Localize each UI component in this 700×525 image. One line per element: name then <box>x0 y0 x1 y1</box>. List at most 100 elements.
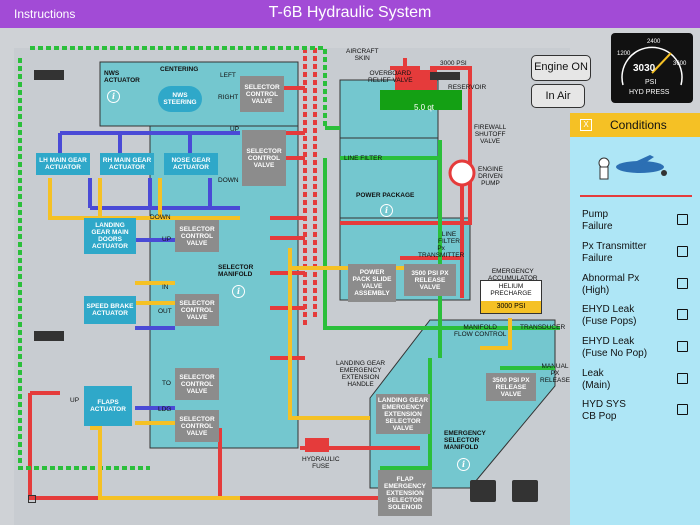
reservoir-tank <box>380 90 462 110</box>
flaps-actuator[interactable]: FLAPS ACTUATOR <box>84 386 132 426</box>
in-air-button[interactable]: In Air <box>531 84 585 108</box>
info-icon-emergency[interactable]: i <box>457 458 470 471</box>
gear-down-label: DOWN <box>218 177 239 184</box>
nws-title: NWS ACTUATOR <box>104 70 140 84</box>
manual-release-label: MANUAL PX RELEASE <box>540 363 570 384</box>
gauge-tick-1200: 1200 <box>617 51 631 57</box>
speedbrake-selector-valve[interactable]: SELECTOR CONTROL VALVE <box>175 294 219 326</box>
panel-divider <box>580 195 692 197</box>
selector-manifold-label: SELECTOR MANIFOLD <box>218 264 254 278</box>
fuse-label: HYDRAULIC FUSE <box>302 456 340 470</box>
gauge-tick-2400: 2400 <box>647 39 661 45</box>
pedal-right[interactable] <box>512 480 538 502</box>
line-filter-2-label: LINE FILTER <box>438 231 460 245</box>
accumulator-psi: 3000 PSI <box>481 301 541 313</box>
speed-brake-actuator[interactable]: SPEED BRAKE ACTUATOR <box>84 296 136 324</box>
conditions-title: Conditions <box>610 118 667 132</box>
gear-up-label: UP <box>230 126 240 133</box>
condition-pump-failure[interactable]: Pump Failure <box>582 209 694 233</box>
indicator-bar-1 <box>34 70 64 80</box>
release-valve-2[interactable]: 3500 PSI PX RELEASE VALVE <box>486 373 536 401</box>
small-checkbox[interactable] <box>28 495 36 503</box>
lh-main-gear-actuator[interactable]: LH MAIN GEAR ACTUATOR <box>36 153 90 175</box>
line-filter-label: LINE FILTER <box>344 155 383 162</box>
reservoir-label: RESERVOIR <box>448 84 487 91</box>
power-pack-slide-valve[interactable]: POWER PACK SLIDE VALVE ASSEMBLY <box>348 264 396 302</box>
info-icon-nws[interactable]: i <box>107 90 120 103</box>
condition-ehyd-leak-pops[interactable]: EHYD Leak (Fuse Pops) <box>582 304 694 328</box>
nws-steering[interactable]: NWS STEERING <box>158 86 202 112</box>
indicator-bar-2 <box>34 331 64 341</box>
title-bar: Instructions T-6B Hydraulic System <box>0 0 700 28</box>
up-lines <box>58 131 240 410</box>
gauge-needle <box>651 52 672 74</box>
gauge-value: 3030 <box>633 63 656 74</box>
condition-px-transmitter[interactable]: Px Transmitter Failure <box>582 241 694 265</box>
info-icon-power[interactable]: i <box>380 204 393 217</box>
close-icon[interactable]: X <box>580 119 592 131</box>
hyd-press-gauge: 1200 2400 3600 3030 PSI HYD PRESS <box>611 33 693 103</box>
reservoir-psi-label: 3000 PSI <box>440 60 467 67</box>
transducer-label: TRANSDUCER <box>520 324 566 331</box>
nws-left: LEFT <box>220 72 236 79</box>
checkbox-leak-main[interactable] <box>677 373 688 384</box>
conditions-header: X Conditions <box>570 113 700 137</box>
doors-down-label: DOWN <box>150 214 171 221</box>
manifold-flow-label: MANIFOLD FLOW CONTROL <box>454 324 507 338</box>
checkbox-pump-failure[interactable] <box>677 214 688 225</box>
flaps-up-label: UP <box>70 397 80 404</box>
engine-on-button[interactable]: Engine ON <box>531 55 591 81</box>
doors-selector-valve[interactable]: SELECTOR CONTROL VALVE <box>175 220 219 252</box>
checkbox-px-transmitter[interactable] <box>677 246 688 257</box>
engine-driven-pump <box>448 159 476 187</box>
return-lines <box>18 46 560 470</box>
lg-emergency-valve[interactable]: LANDING GEAR EMERGENCY EXTENSION SELECTO… <box>376 394 430 434</box>
flaps-ldg-label: LDG <box>158 406 172 413</box>
accumulator[interactable]: HELIUM PRECHARGE 3000 PSI <box>480 280 542 314</box>
aircraft-skin-label: AIRCRAFT SKIN <box>346 48 379 62</box>
airplane-illustration-icon <box>598 155 667 180</box>
lg-handle-label: LANDING GEAR EMERGENCY EXTENSION HANDLE <box>336 360 386 388</box>
emergency-manifold-label: EMERGENCY SELECTOR MANIFOLD <box>444 430 486 451</box>
flaps-selector-valve-ldg[interactable]: SELECTOR CONTROL VALVE <box>175 410 219 442</box>
nws-right: RIGHT <box>218 94 239 101</box>
power-package-label: POWER PACKAGE <box>356 192 415 199</box>
speedbrake-in-label: IN <box>162 284 169 291</box>
indicator-bar-3 <box>430 72 460 80</box>
accumulator-name: HELIUM PRECHARGE <box>490 283 532 297</box>
condition-cb-pop[interactable]: HYD SYS CB Pop <box>582 399 694 423</box>
info-icon-selector[interactable]: i <box>232 285 245 298</box>
pressure-lines <box>28 48 472 500</box>
checkbox-ehyd-leak-no-pop[interactable] <box>677 341 688 352</box>
condition-leak-main[interactable]: Leak (Main) <box>582 368 694 392</box>
release-valve-1[interactable]: 3500 PSI PX RELEASE VALVE <box>404 264 456 296</box>
reservoir-piston <box>395 70 437 90</box>
reservoir-qty: 5.0 qt <box>414 103 435 112</box>
checkbox-abnormal-px[interactable] <box>677 278 688 289</box>
checkbox-cb-pop[interactable] <box>677 404 688 415</box>
condition-abnormal-px[interactable]: Abnormal Px (High) <box>582 273 694 297</box>
checkbox-ehyd-leak-pops[interactable] <box>677 309 688 320</box>
flaps-to-label: TO <box>162 380 171 387</box>
hydraulic-fuse <box>305 438 329 452</box>
condition-ehyd-leak-no-pop[interactable]: EHYD Leak (Fuse No Pop) <box>582 336 694 360</box>
nws-selector-valve[interactable]: SELECTOR CONTROL VALVE <box>240 76 284 112</box>
gear-selector-valve[interactable]: SELECTOR CONTROL VALVE <box>242 130 286 186</box>
flap-emergency-solenoid[interactable]: FLAP EMERGENCY EXTENSION SELECTOR SOLENO… <box>378 470 432 516</box>
firewall-label: FIREWALL SHUTOFF VALVE <box>474 124 507 145</box>
accumulator-label: EMERGENCY ACCUMULATOR <box>488 268 538 282</box>
page-title: T-6B Hydraulic System <box>268 4 432 21</box>
flaps-selector-valve-to[interactable]: SELECTOR CONTROL VALVE <box>175 368 219 400</box>
gear-doors-actuator[interactable]: LANDING GEAR MAIN DOORS ACTUATOR <box>84 218 136 254</box>
speedbrake-out-label: OUT <box>158 308 172 315</box>
gauge-unit: PSI <box>645 79 657 86</box>
gauge-label: HYD PRESS <box>629 89 670 96</box>
hydraulic-diagram: NWS ACTUATOR CENTERING LEFT RIGHT NWS ST… <box>0 28 570 525</box>
pedal-left[interactable] <box>470 480 496 502</box>
nose-gear-actuator[interactable]: NOSE GEAR ACTUATOR <box>164 153 218 175</box>
nws-centering: CENTERING <box>160 66 199 73</box>
instructions-link[interactable]: Instructions <box>14 7 76 21</box>
overboard-relief-label: OVERBOARD RELIEF VALVE <box>368 70 413 84</box>
rh-main-gear-actuator[interactable]: RH MAIN GEAR ACTUATOR <box>100 153 154 175</box>
pump-label: ENGINE DRIVEN PUMP <box>478 166 503 187</box>
